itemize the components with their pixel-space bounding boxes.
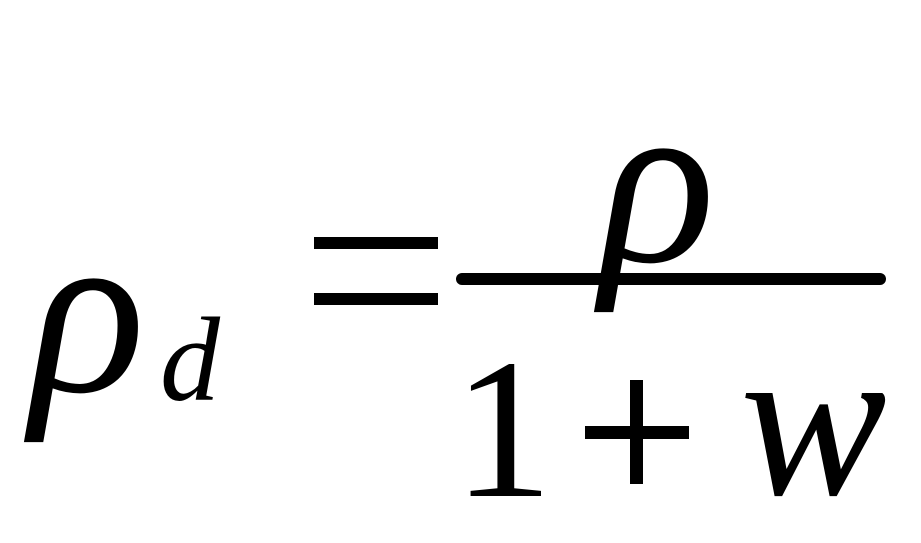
fraction-numerator-rho: ρ [600, 47, 716, 313]
equals-sign [314, 237, 438, 305]
equals-bar-top [314, 237, 438, 249]
lhs-subscript-d: d [160, 293, 220, 426]
equals-bar-bottom [314, 293, 438, 305]
lhs-rho-symbol: ρ [30, 177, 146, 443]
denominator-constant-one: 1 [453, 319, 553, 540]
denominator-variable-w: w [740, 298, 887, 542]
fraction-bar [456, 273, 886, 285]
plus-vertical-stroke [630, 380, 643, 484]
plus-sign [585, 380, 689, 484]
